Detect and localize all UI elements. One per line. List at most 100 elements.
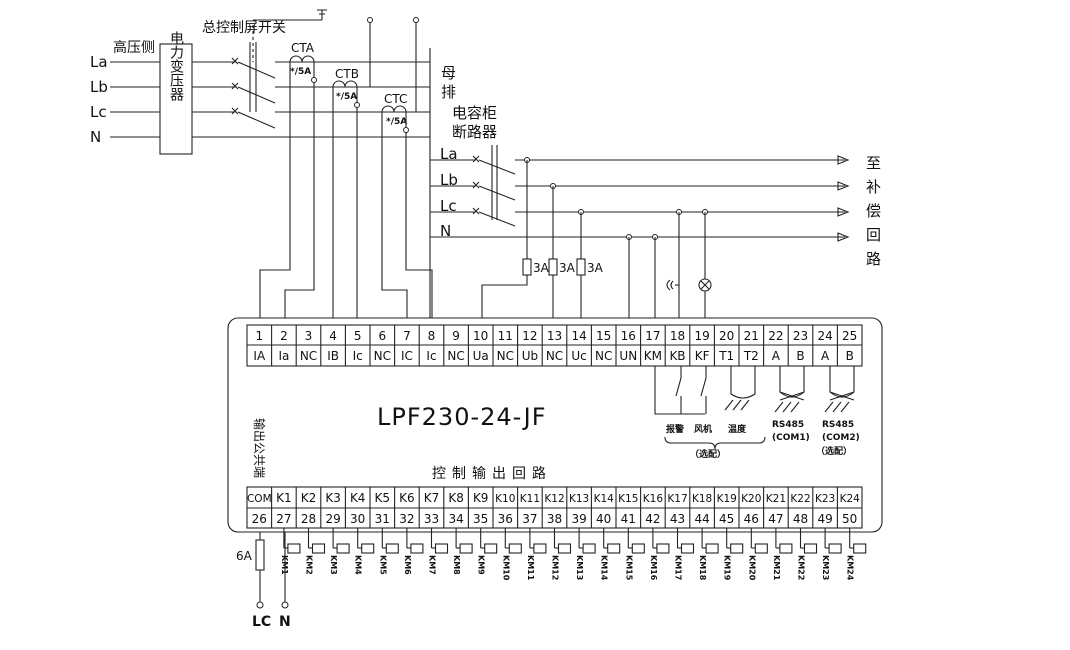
top-terminal-number: 7	[403, 329, 411, 343]
bottom-terminal-label: K15	[618, 493, 638, 505]
bottom-terminal-label: K2	[301, 491, 317, 505]
supply-label-n: N	[279, 614, 291, 630]
top-terminal-label: NC	[374, 349, 391, 363]
top-terminal-label: Ua	[473, 349, 489, 363]
bottom-terminal-number: 33	[424, 512, 439, 526]
top-terminal-number: 17	[645, 329, 660, 343]
optional2-label: （选配）	[816, 445, 852, 457]
relay-output-label: KM3	[329, 555, 338, 575]
top-terminal-number: 14	[571, 329, 586, 343]
bottom-terminal-label: K14	[594, 493, 615, 505]
com-supply	[255, 532, 289, 609]
relay-output-label: KM4	[354, 555, 363, 575]
relay-coil	[656, 543, 670, 554]
fuse-label-a: 3A	[533, 261, 550, 275]
relay-coil	[533, 543, 547, 554]
top-terminal-label: KM	[644, 349, 662, 363]
relay-coil	[484, 543, 498, 554]
relay-coil	[631, 543, 645, 554]
com-fuse-label: 6A	[236, 549, 253, 563]
top-terminal-number: 6	[378, 329, 386, 343]
main-switch-label: 总控制屏开关	[202, 20, 286, 36]
incoming-lines: La Lb Lc N	[90, 53, 160, 146]
bottom-terminal-number: 42	[645, 512, 660, 526]
svg-text:路: 路	[866, 250, 881, 268]
relay-output-label: KM22	[797, 555, 806, 580]
ct-b: CTB */5A	[332, 67, 359, 102]
fuse-label-b: 3A	[559, 261, 576, 275]
fan-lamp-icon	[698, 278, 712, 292]
top-terminal-number: 24	[817, 329, 832, 343]
top-terminal-number: 25	[842, 329, 857, 343]
relay-coil	[311, 543, 326, 554]
device-model: LPF230-24-JF	[377, 403, 547, 431]
control-output-label: 控制输出回路	[432, 466, 552, 482]
bottom-terminal-number: 36	[498, 512, 513, 526]
bottom-terminal-label: K1	[276, 491, 292, 505]
power-transformer	[159, 43, 193, 155]
top-terminal-number: 8	[428, 329, 436, 343]
input-label-lb: Lb	[90, 78, 108, 96]
rs485-com2-icon	[824, 366, 855, 413]
top-terminal-label: B	[796, 349, 804, 363]
voltage-taps	[481, 157, 708, 318]
relay-output-label: KM21	[772, 555, 781, 581]
bottom-terminal-number: 39	[571, 512, 586, 526]
temperature-label: 温度	[728, 423, 747, 435]
relay-coil	[361, 543, 375, 554]
switch-links	[367, 17, 419, 112]
top-terminal-label: NC	[497, 349, 514, 363]
bottom-terminal-label: K9	[473, 491, 489, 505]
top-terminal-number: 13	[547, 329, 562, 343]
relay-coil	[410, 543, 424, 554]
relay-coil	[582, 543, 596, 554]
main-switch	[231, 9, 430, 129]
top-terminal-number: 20	[719, 329, 734, 343]
relay-output-label: KM11	[526, 555, 535, 581]
bottom-terminal-label: K10	[495, 493, 515, 505]
busbar-label-2: 排	[441, 83, 456, 101]
bottom-terminal-label: K7	[424, 491, 440, 505]
top-terminal-number: 11	[498, 329, 513, 343]
bottom-terminal-label: K17	[667, 493, 687, 505]
relay-coil	[508, 543, 522, 554]
bottom-terminal-label: K19	[717, 493, 737, 505]
top-terminal-number: 21	[744, 329, 759, 343]
bus-label-la: La	[440, 145, 458, 163]
relay-output-label: KM12	[551, 555, 560, 580]
relay-coil	[705, 543, 719, 554]
ct-c: CTC */5A	[381, 92, 407, 127]
input-label-lc: Lc	[90, 103, 107, 121]
bottom-terminal-number: 50	[842, 512, 857, 526]
top-terminal-label: A	[821, 349, 830, 363]
top-terminal-label: IA	[253, 349, 266, 363]
top-terminal-number: 9	[452, 329, 460, 343]
bottom-terminal-number: 44	[694, 512, 709, 526]
relay-coil	[459, 543, 473, 554]
ct-a: CTA */5A	[289, 41, 315, 77]
relay-output-label: KM20	[747, 555, 756, 581]
relay-coil	[607, 543, 621, 554]
top-terminal-label: Ia	[278, 349, 289, 363]
ct-secondary-wires	[259, 62, 433, 318]
bottom-terminal-label: K5	[375, 491, 391, 505]
top-terminal-label: T2	[743, 349, 759, 363]
top-terminal-label: Uc	[571, 349, 586, 363]
top-terminal-label: IB	[327, 349, 339, 363]
bottom-terminal-number: 31	[375, 512, 390, 526]
relay-output-label: KM1	[280, 555, 289, 575]
ct-b-ratio: */5A	[336, 92, 357, 102]
bottom-terminal-number: 43	[670, 512, 685, 526]
bottom-terminal-number: 30	[350, 512, 365, 526]
bottom-terminal-label: K8	[448, 491, 464, 505]
svg-text:偿: 偿	[866, 202, 881, 220]
bottom-terminal-label: K22	[790, 493, 810, 505]
temperature-sensor-icon	[724, 366, 756, 411]
relay-coil	[557, 543, 572, 554]
bottom-terminal-label: K12	[544, 493, 564, 505]
fan-label: 风机	[694, 423, 712, 435]
input-label-la: La	[90, 53, 108, 71]
top-terminal-number: 5	[354, 329, 362, 343]
bottom-terminal-label: K24	[840, 493, 861, 505]
